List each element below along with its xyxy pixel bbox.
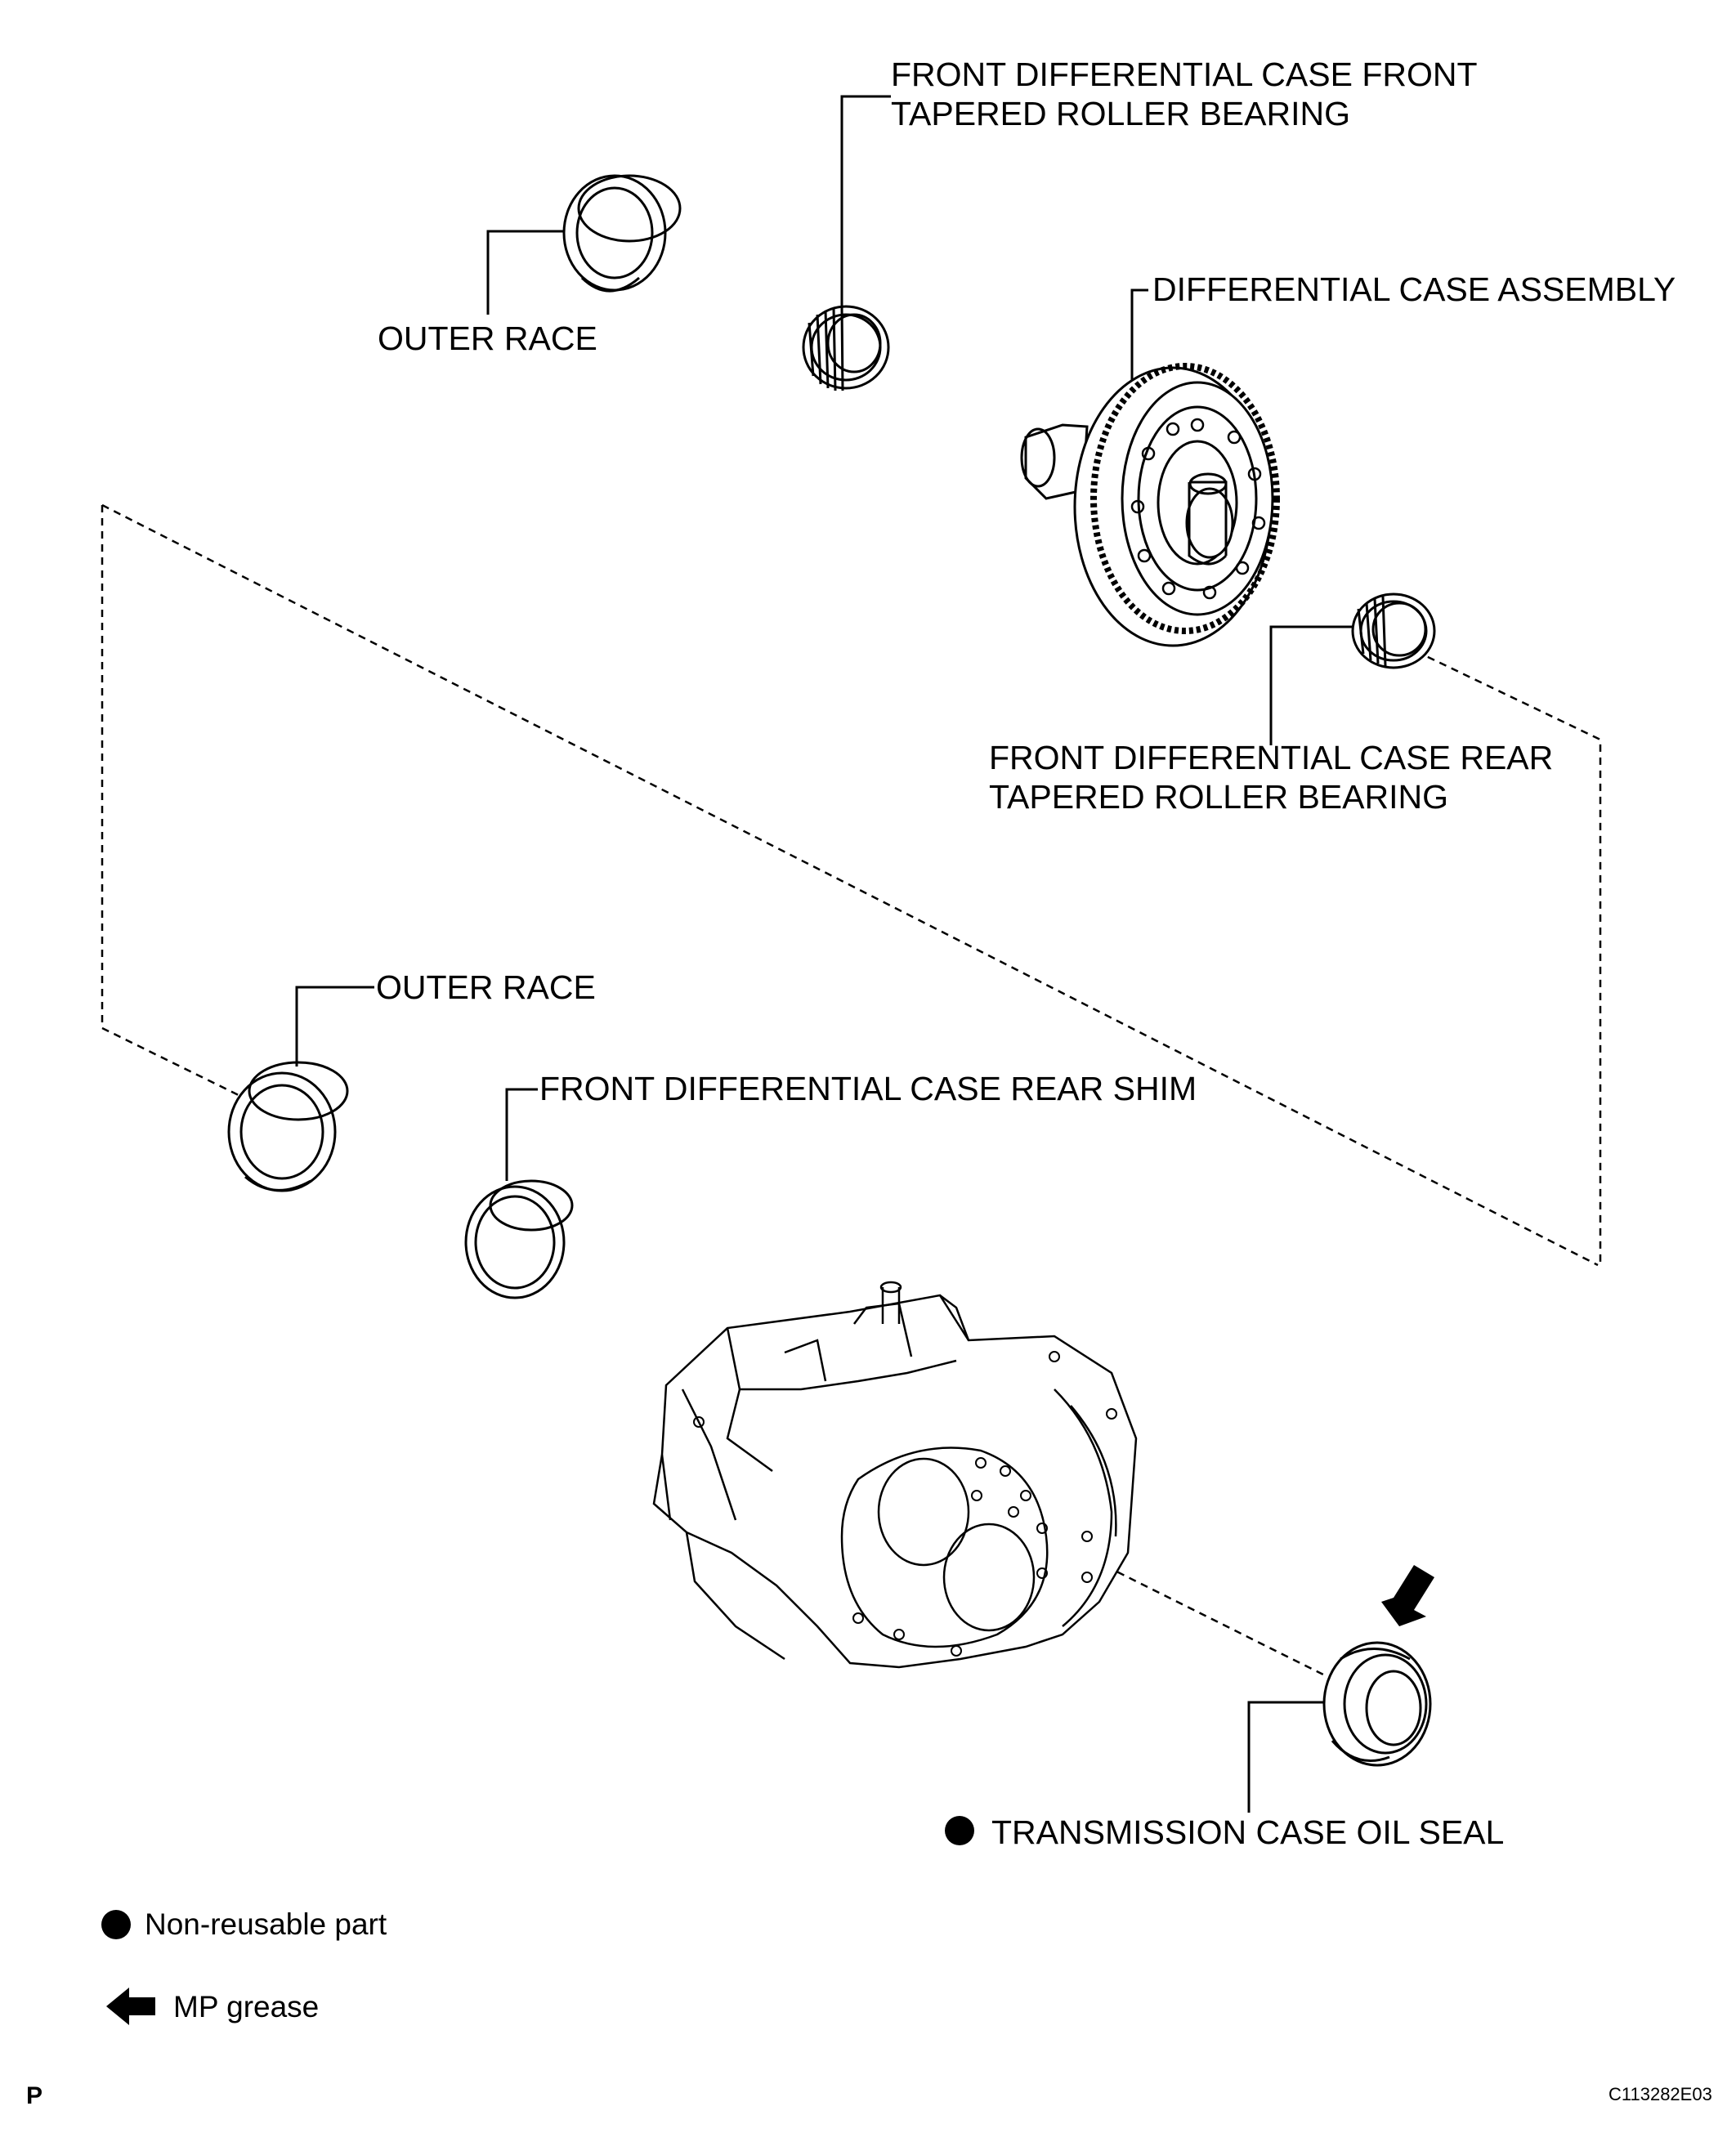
label-oil-seal: TRANSMISSION CASE OIL SEAL [991,1813,1505,1851]
bolt-holes [1130,418,1266,600]
footer-p-mark: P [26,2082,43,2109]
leader-lines [295,95,1359,1813]
label-differential-case-assembly: DIFFERENTIAL CASE ASSEMBLY [1152,271,1676,308]
figure-code: C113282E03 [1608,2084,1712,2104]
label-rear-shim: FRONT DIFFERENTIAL CASE REAR SHIM [539,1070,1197,1107]
label-outer-race-bottom: OUTER RACE [376,968,596,1006]
label-front-bearing-line2: TAPERED ROLLER BEARING [891,95,1350,132]
legend-non-reusable-text: Non-reusable part [145,1907,387,1941]
non-reusable-dot-icon [945,1816,974,1845]
label-rear-bearing-line1: FRONT DIFFERENTIAL CASE REAR [989,739,1554,776]
rear-shim-part [464,1179,574,1299]
outer-race-bottom-part [227,1061,349,1192]
outer-race-top-part [562,174,682,293]
label-rear-bearing-line2: TAPERED ROLLER BEARING [989,778,1448,816]
case-bolt-holes [693,1351,1117,1657]
legend-arrow-icon [106,1988,155,2025]
assembly-guide-lines [101,503,1602,1679]
oil-seal-part [1322,1641,1432,1767]
transmission-case-part [652,1281,1138,1669]
label-outer-race-top: OUTER RACE [378,320,597,357]
differential-case-assembly-part [1020,363,1280,647]
label-front-bearing-line1: FRONT DIFFERENTIAL CASE FRONT [891,56,1478,93]
rear-tapered-bearing-part [1351,592,1436,669]
mp-grease-arrow-icon [1381,1565,1434,1626]
front-tapered-bearing-part [802,305,890,391]
legend-mp-grease-text: MP grease [173,1990,320,2023]
legend-non-reusable-dot-icon [101,1910,131,1939]
